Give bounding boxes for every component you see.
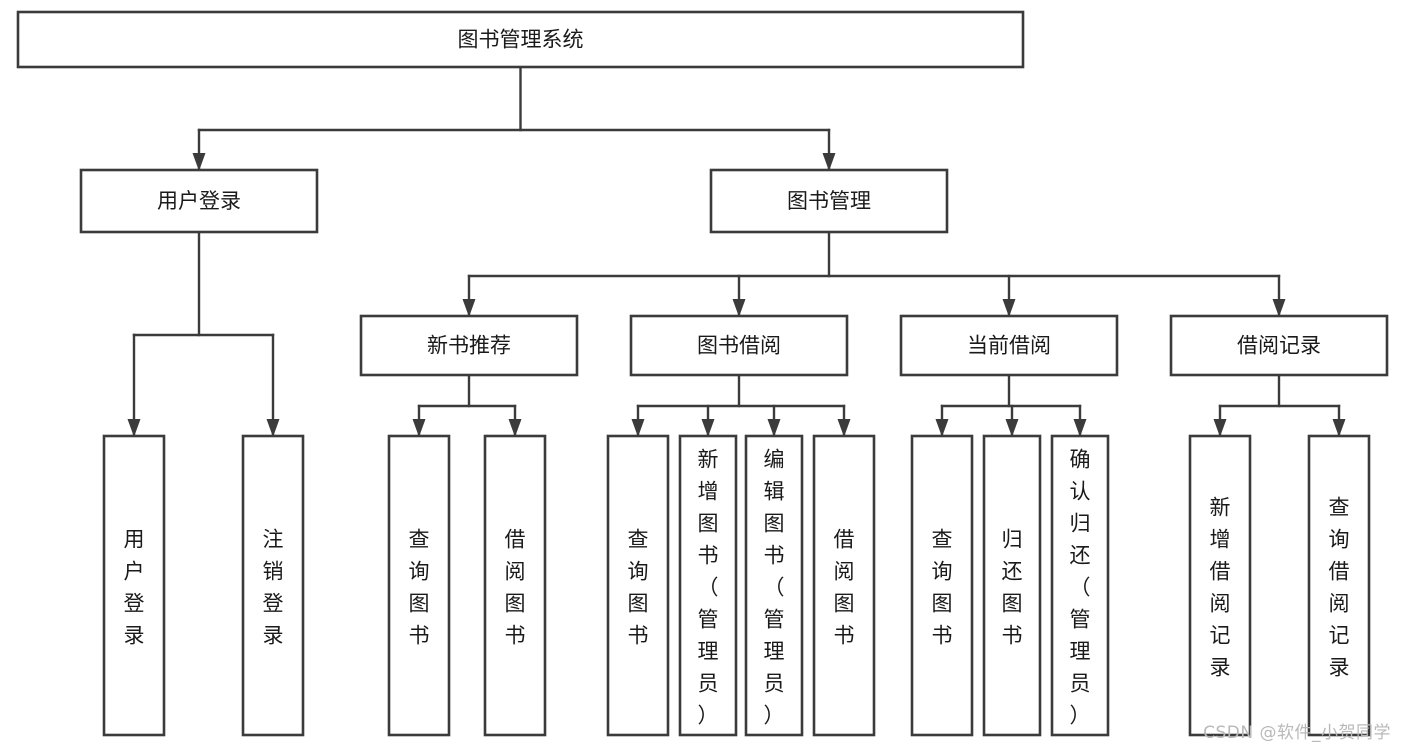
node-label-leaf-confirm-return: 确认归还（管理员） bbox=[1070, 447, 1091, 727]
node-book-manage[interactable]: 图书管理 bbox=[709, 168, 949, 234]
node-leaf-query-book-cur[interactable]: 查询图书 bbox=[910, 434, 974, 737]
node-box-borrow-record bbox=[1169, 314, 1389, 377]
node-box-leaf-confirm-return bbox=[1050, 434, 1110, 737]
node-label-new-book-recommend: 新书推荐 bbox=[427, 334, 511, 358]
node-label-user-login: 用户登录 bbox=[157, 189, 241, 213]
node-box-book-borrow bbox=[629, 314, 849, 377]
node-new-book-recommend[interactable]: 新书推荐 bbox=[359, 314, 579, 377]
node-box-leaf-return-book bbox=[982, 434, 1042, 737]
node-leaf-borrow-book-rec[interactable]: 借阅图书 bbox=[483, 434, 547, 737]
node-leaf-user-login[interactable]: 用户登录 bbox=[102, 434, 166, 737]
node-box-leaf-borrow-book-rec bbox=[483, 434, 547, 737]
node-leaf-borrow-book[interactable]: 借阅图书 bbox=[812, 434, 876, 737]
node-label-borrow-record: 借阅记录 bbox=[1237, 334, 1321, 358]
node-leaf-confirm-return[interactable]: 确认归还（管理员） bbox=[1050, 434, 1110, 737]
node-label-leaf-query-book-borrow: 查询图书 bbox=[628, 527, 649, 647]
node-label-leaf-query-book-rec: 查询图书 bbox=[409, 527, 430, 647]
node-box-leaf-edit-book bbox=[744, 434, 804, 737]
node-label-leaf-query-record: 查询借阅记录 bbox=[1329, 495, 1350, 679]
node-label-leaf-user-login: 用户登录 bbox=[124, 527, 145, 647]
node-box-leaf-query-record bbox=[1307, 434, 1371, 737]
node-leaf-add-record[interactable]: 新增借阅记录 bbox=[1188, 434, 1252, 737]
node-label-book-borrow: 图书借阅 bbox=[697, 334, 781, 358]
node-leaf-user-logout[interactable]: 注销登录 bbox=[241, 434, 305, 737]
connector-group-new-book-recommend bbox=[412, 373, 522, 437]
connector-layer bbox=[127, 65, 1346, 437]
connector-group-root bbox=[192, 65, 836, 171]
node-box-new-book-recommend bbox=[359, 314, 579, 377]
node-label-root: 图书管理系统 bbox=[458, 28, 584, 52]
node-label-leaf-add-book: 新增图书（管理员） bbox=[698, 447, 719, 727]
node-label-leaf-user-logout: 注销登录 bbox=[263, 527, 284, 647]
node-leaf-query-record[interactable]: 查询借阅记录 bbox=[1307, 434, 1371, 737]
node-box-user-login bbox=[79, 168, 319, 234]
node-box-leaf-user-login bbox=[102, 434, 166, 737]
node-box-leaf-add-book bbox=[678, 434, 738, 737]
node-label-current-borrow: 当前借阅 bbox=[967, 334, 1051, 358]
node-label-leaf-edit-book: 编辑图书（管理员） bbox=[764, 447, 785, 727]
node-box-leaf-add-record bbox=[1188, 434, 1252, 737]
node-box-leaf-user-logout bbox=[241, 434, 305, 737]
node-leaf-return-book[interactable]: 归还图书 bbox=[982, 434, 1042, 737]
node-box-leaf-query-book-borrow bbox=[606, 434, 670, 737]
node-book-borrow[interactable]: 图书借阅 bbox=[629, 314, 849, 377]
connector-group-user-login bbox=[127, 230, 280, 437]
node-label-leaf-borrow-book-rec: 借阅图书 bbox=[505, 527, 526, 647]
connector-group-book-manage bbox=[462, 230, 1286, 317]
node-box-leaf-query-book-rec bbox=[387, 434, 451, 737]
node-user-login[interactable]: 用户登录 bbox=[79, 168, 319, 234]
node-box-root bbox=[16, 10, 1025, 69]
node-box-leaf-query-book-cur bbox=[910, 434, 974, 737]
node-current-borrow[interactable]: 当前借阅 bbox=[899, 314, 1119, 377]
node-label-leaf-borrow-book: 借阅图书 bbox=[834, 527, 855, 647]
node-leaf-query-book-rec[interactable]: 查询图书 bbox=[387, 434, 451, 737]
node-label-leaf-query-book-cur: 查询图书 bbox=[932, 527, 953, 647]
node-leaf-query-book-borrow[interactable]: 查询图书 bbox=[606, 434, 670, 737]
node-box-current-borrow bbox=[899, 314, 1119, 377]
node-borrow-record[interactable]: 借阅记录 bbox=[1169, 314, 1389, 377]
node-box-book-manage bbox=[709, 168, 949, 234]
node-box-leaf-borrow-book bbox=[812, 434, 876, 737]
connector-group-book-borrow bbox=[631, 373, 851, 437]
node-label-leaf-add-record: 新增借阅记录 bbox=[1210, 495, 1231, 679]
node-root[interactable]: 图书管理系统 bbox=[16, 10, 1025, 69]
node-leaf-edit-book[interactable]: 编辑图书（管理员） bbox=[744, 434, 804, 737]
node-label-leaf-return-book: 归还图书 bbox=[1002, 527, 1023, 647]
node-leaf-add-book[interactable]: 新增图书（管理员） bbox=[678, 434, 738, 737]
connector-group-current-borrow bbox=[935, 373, 1087, 437]
watermark-text: CSDN @软件_小贺同学 bbox=[1203, 723, 1391, 743]
node-layer: 图书管理系统用户登录图书管理新书推荐图书借阅当前借阅借阅记录用户登录注销登录查询… bbox=[16, 10, 1389, 737]
node-label-book-manage: 图书管理 bbox=[787, 189, 871, 213]
connector-group-borrow-record bbox=[1213, 373, 1346, 437]
